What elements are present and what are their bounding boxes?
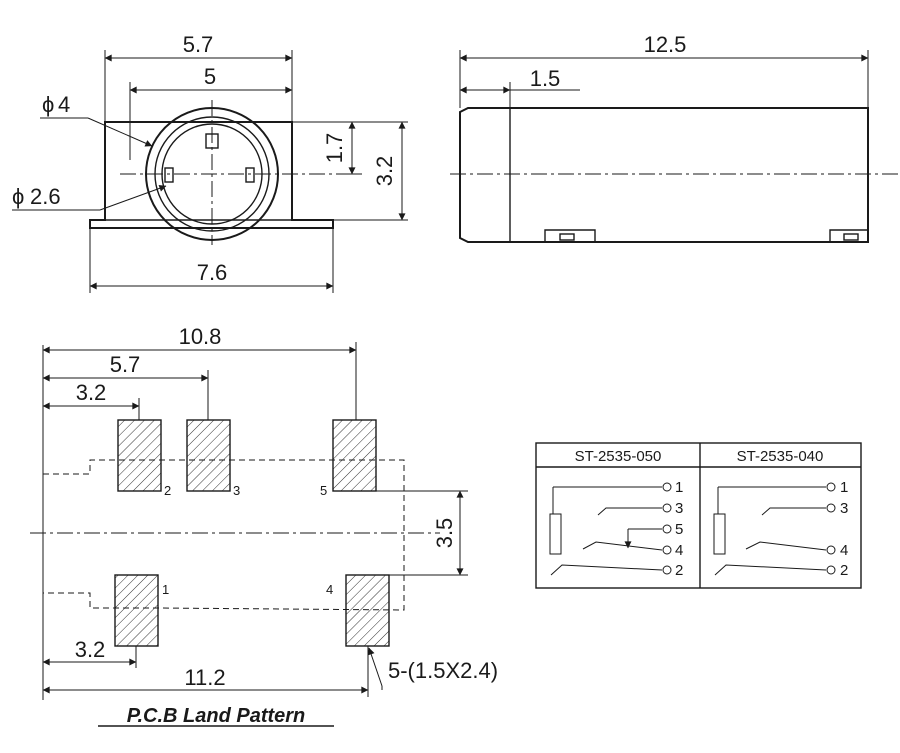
dim-phi-4-symbol: ϕ — [42, 92, 54, 117]
table-header-040: ST-2535-040 — [737, 448, 824, 465]
dim-dia-inner: 2.6 — [30, 184, 61, 209]
schematic-040: 1 3 4 2 — [713, 479, 848, 579]
pin-050-4: 4 — [675, 542, 683, 559]
pad-label-5: 5 — [320, 483, 327, 498]
dim-dia-outer: 4 — [58, 92, 70, 117]
pad-label-2: 2 — [164, 483, 171, 498]
pad-4 — [345, 574, 390, 647]
pad-2 — [117, 419, 162, 492]
dim-body-height: 3.2 — [372, 156, 397, 187]
pad-1 — [114, 574, 159, 647]
pin-040-1: 1 — [840, 479, 848, 496]
pin-040-2: 2 — [840, 562, 848, 579]
dim-pcb-10-8: 10.8 — [179, 324, 222, 349]
pin-050-2: 2 — [675, 562, 683, 579]
dim-front-width-outer: 5.7 — [183, 32, 214, 57]
schematic-table: ST-2535-050 ST-2535-040 1 3 5 4 2 — [535, 442, 862, 589]
schematic-050: 1 3 5 4 2 — [549, 479, 683, 579]
dim-pcb-3-2-bottom: 3.2 — [75, 637, 106, 662]
pcb-land-pattern: 2 3 5 1 4 10.8 5.7 3.2 3.5 3.2 11.2 — [30, 324, 498, 727]
dim-pcb-5-7: 5.7 — [110, 352, 141, 377]
dim-pcb-3-5: 3.5 — [432, 518, 457, 549]
pad-label-4: 4 — [326, 582, 333, 597]
dim-pcb-11-2: 11.2 — [184, 665, 225, 690]
pad-5 — [332, 419, 377, 492]
dim-phi-26-symbol: ϕ — [12, 184, 24, 209]
pin-050-1: 1 — [675, 479, 683, 496]
pad-3 — [186, 419, 231, 492]
side-view: 12.5 1.5 — [450, 32, 898, 243]
pin-040-4: 4 — [840, 542, 848, 559]
dim-front-width-inner: 5 — [204, 64, 216, 89]
dim-side-step: 1.5 — [530, 66, 561, 91]
dim-side-length: 12.5 — [644, 32, 687, 57]
dim-pad-spec: 5-(1.5X2.4) — [388, 658, 498, 683]
dim-base-width: 7.6 — [197, 260, 228, 285]
pad-label-3: 3 — [233, 483, 240, 498]
front-view: 5.7 5 ϕ 4 ϕ 2.6 1.7 3.2 7.6 — [12, 32, 408, 293]
dim-pcb-3-2-top: 3.2 — [76, 380, 107, 405]
pad-label-1: 1 — [162, 582, 169, 597]
pin-050-3: 3 — [675, 500, 683, 517]
pin-040-3: 3 — [840, 500, 848, 517]
pcb-title: P.C.B Land Pattern — [127, 705, 306, 727]
table-header-050: ST-2535-050 — [575, 448, 662, 465]
pin-050-5: 5 — [675, 521, 683, 538]
dim-center-height: 1.7 — [322, 133, 347, 164]
